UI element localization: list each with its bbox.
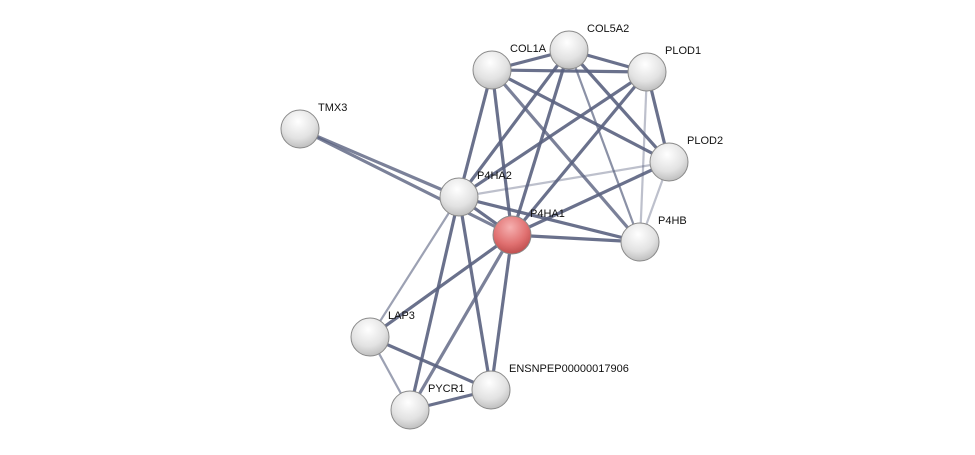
edge-p4ha2-p4hb[interactable] bbox=[458, 195, 641, 244]
node-sphere[interactable] bbox=[627, 52, 667, 92]
edge-col1a-p4ha1[interactable] bbox=[490, 69, 514, 236]
node-sphere[interactable] bbox=[471, 370, 511, 410]
node-p4ha2[interactable]: P4HA2 bbox=[439, 170, 512, 217]
node-label: COL5A2 bbox=[587, 23, 629, 35]
node-col1a[interactable]: COL1A bbox=[472, 43, 547, 90]
node-plod2[interactable]: PLOD2 bbox=[649, 135, 723, 182]
node-sphere[interactable] bbox=[492, 215, 532, 255]
node-sphere[interactable] bbox=[549, 30, 589, 70]
edge-p4ha2-pycr1[interactable] bbox=[408, 196, 461, 411]
edge-col1a-plod1[interactable] bbox=[491, 68, 648, 74]
node-label: LAP3 bbox=[388, 310, 415, 322]
edge-plod1-p4ha1[interactable] bbox=[510, 70, 649, 237]
node-label: COL1A bbox=[510, 43, 547, 55]
node-pycr1[interactable]: PYCR1 bbox=[390, 383, 465, 430]
node-sphere[interactable] bbox=[649, 142, 689, 182]
edge-col5a2-p4ha2[interactable] bbox=[457, 49, 571, 198]
node-sphere[interactable] bbox=[472, 50, 512, 90]
node-lap3[interactable]: LAP3 bbox=[350, 310, 415, 357]
edge-p4ha1-ensnpep00000017906[interactable] bbox=[489, 234, 514, 391]
node-label: P4HB bbox=[658, 215, 687, 227]
node-sphere[interactable] bbox=[390, 390, 430, 430]
edge-p4ha2-lap3[interactable] bbox=[369, 196, 460, 338]
edge-plod2-p4ha1[interactable] bbox=[511, 160, 670, 237]
edge-p4ha1-p4hb[interactable] bbox=[511, 233, 641, 244]
node-label: P4HA1 bbox=[530, 208, 565, 220]
edge-tmx3-p4ha1[interactable] bbox=[299, 127, 513, 237]
edge-plod2-p4ha2[interactable] bbox=[458, 160, 670, 199]
edge-plod1-p4hb[interactable] bbox=[638, 71, 649, 243]
edges bbox=[299, 48, 671, 412]
edge-tmx3-p4ha2[interactable] bbox=[299, 127, 460, 199]
edge-p4ha1-lap3[interactable] bbox=[369, 233, 513, 339]
node-label: PLOD2 bbox=[687, 135, 723, 147]
edge-col5a2-p4hb[interactable] bbox=[567, 49, 642, 243]
node-label: PLOD1 bbox=[665, 45, 701, 57]
node-sphere[interactable] bbox=[620, 222, 660, 262]
edge-lap3-ensnpep00000017906[interactable] bbox=[369, 335, 492, 392]
node-tmx3[interactable]: TMX3 bbox=[280, 102, 347, 149]
node-label: P4HA2 bbox=[477, 170, 512, 182]
node-label: TMX3 bbox=[318, 102, 347, 114]
edge-plod1-p4ha2[interactable] bbox=[458, 70, 648, 199]
node-p4hb[interactable]: P4HB bbox=[620, 215, 687, 262]
node-label: PYCR1 bbox=[428, 383, 465, 395]
node-ensnpep00000017906[interactable]: ENSNPEP00000017906 bbox=[471, 363, 629, 410]
node-sphere[interactable] bbox=[350, 317, 390, 357]
edge-col1a-p4ha2[interactable] bbox=[457, 69, 494, 198]
node-sphere[interactable] bbox=[280, 109, 320, 149]
node-p4ha1[interactable]: P4HA1 bbox=[492, 208, 565, 255]
node-col5a2[interactable]: COL5A2 bbox=[549, 23, 629, 70]
edge-col1a-p4hb[interactable] bbox=[490, 68, 642, 244]
edge-p4ha2-ensnpep00000017906[interactable] bbox=[457, 196, 493, 391]
edge-p4ha1-pycr1[interactable] bbox=[408, 234, 514, 411]
node-sphere[interactable] bbox=[439, 177, 479, 217]
node-label: ENSNPEP00000017906 bbox=[509, 363, 629, 375]
node-plod1[interactable]: PLOD1 bbox=[627, 45, 701, 92]
